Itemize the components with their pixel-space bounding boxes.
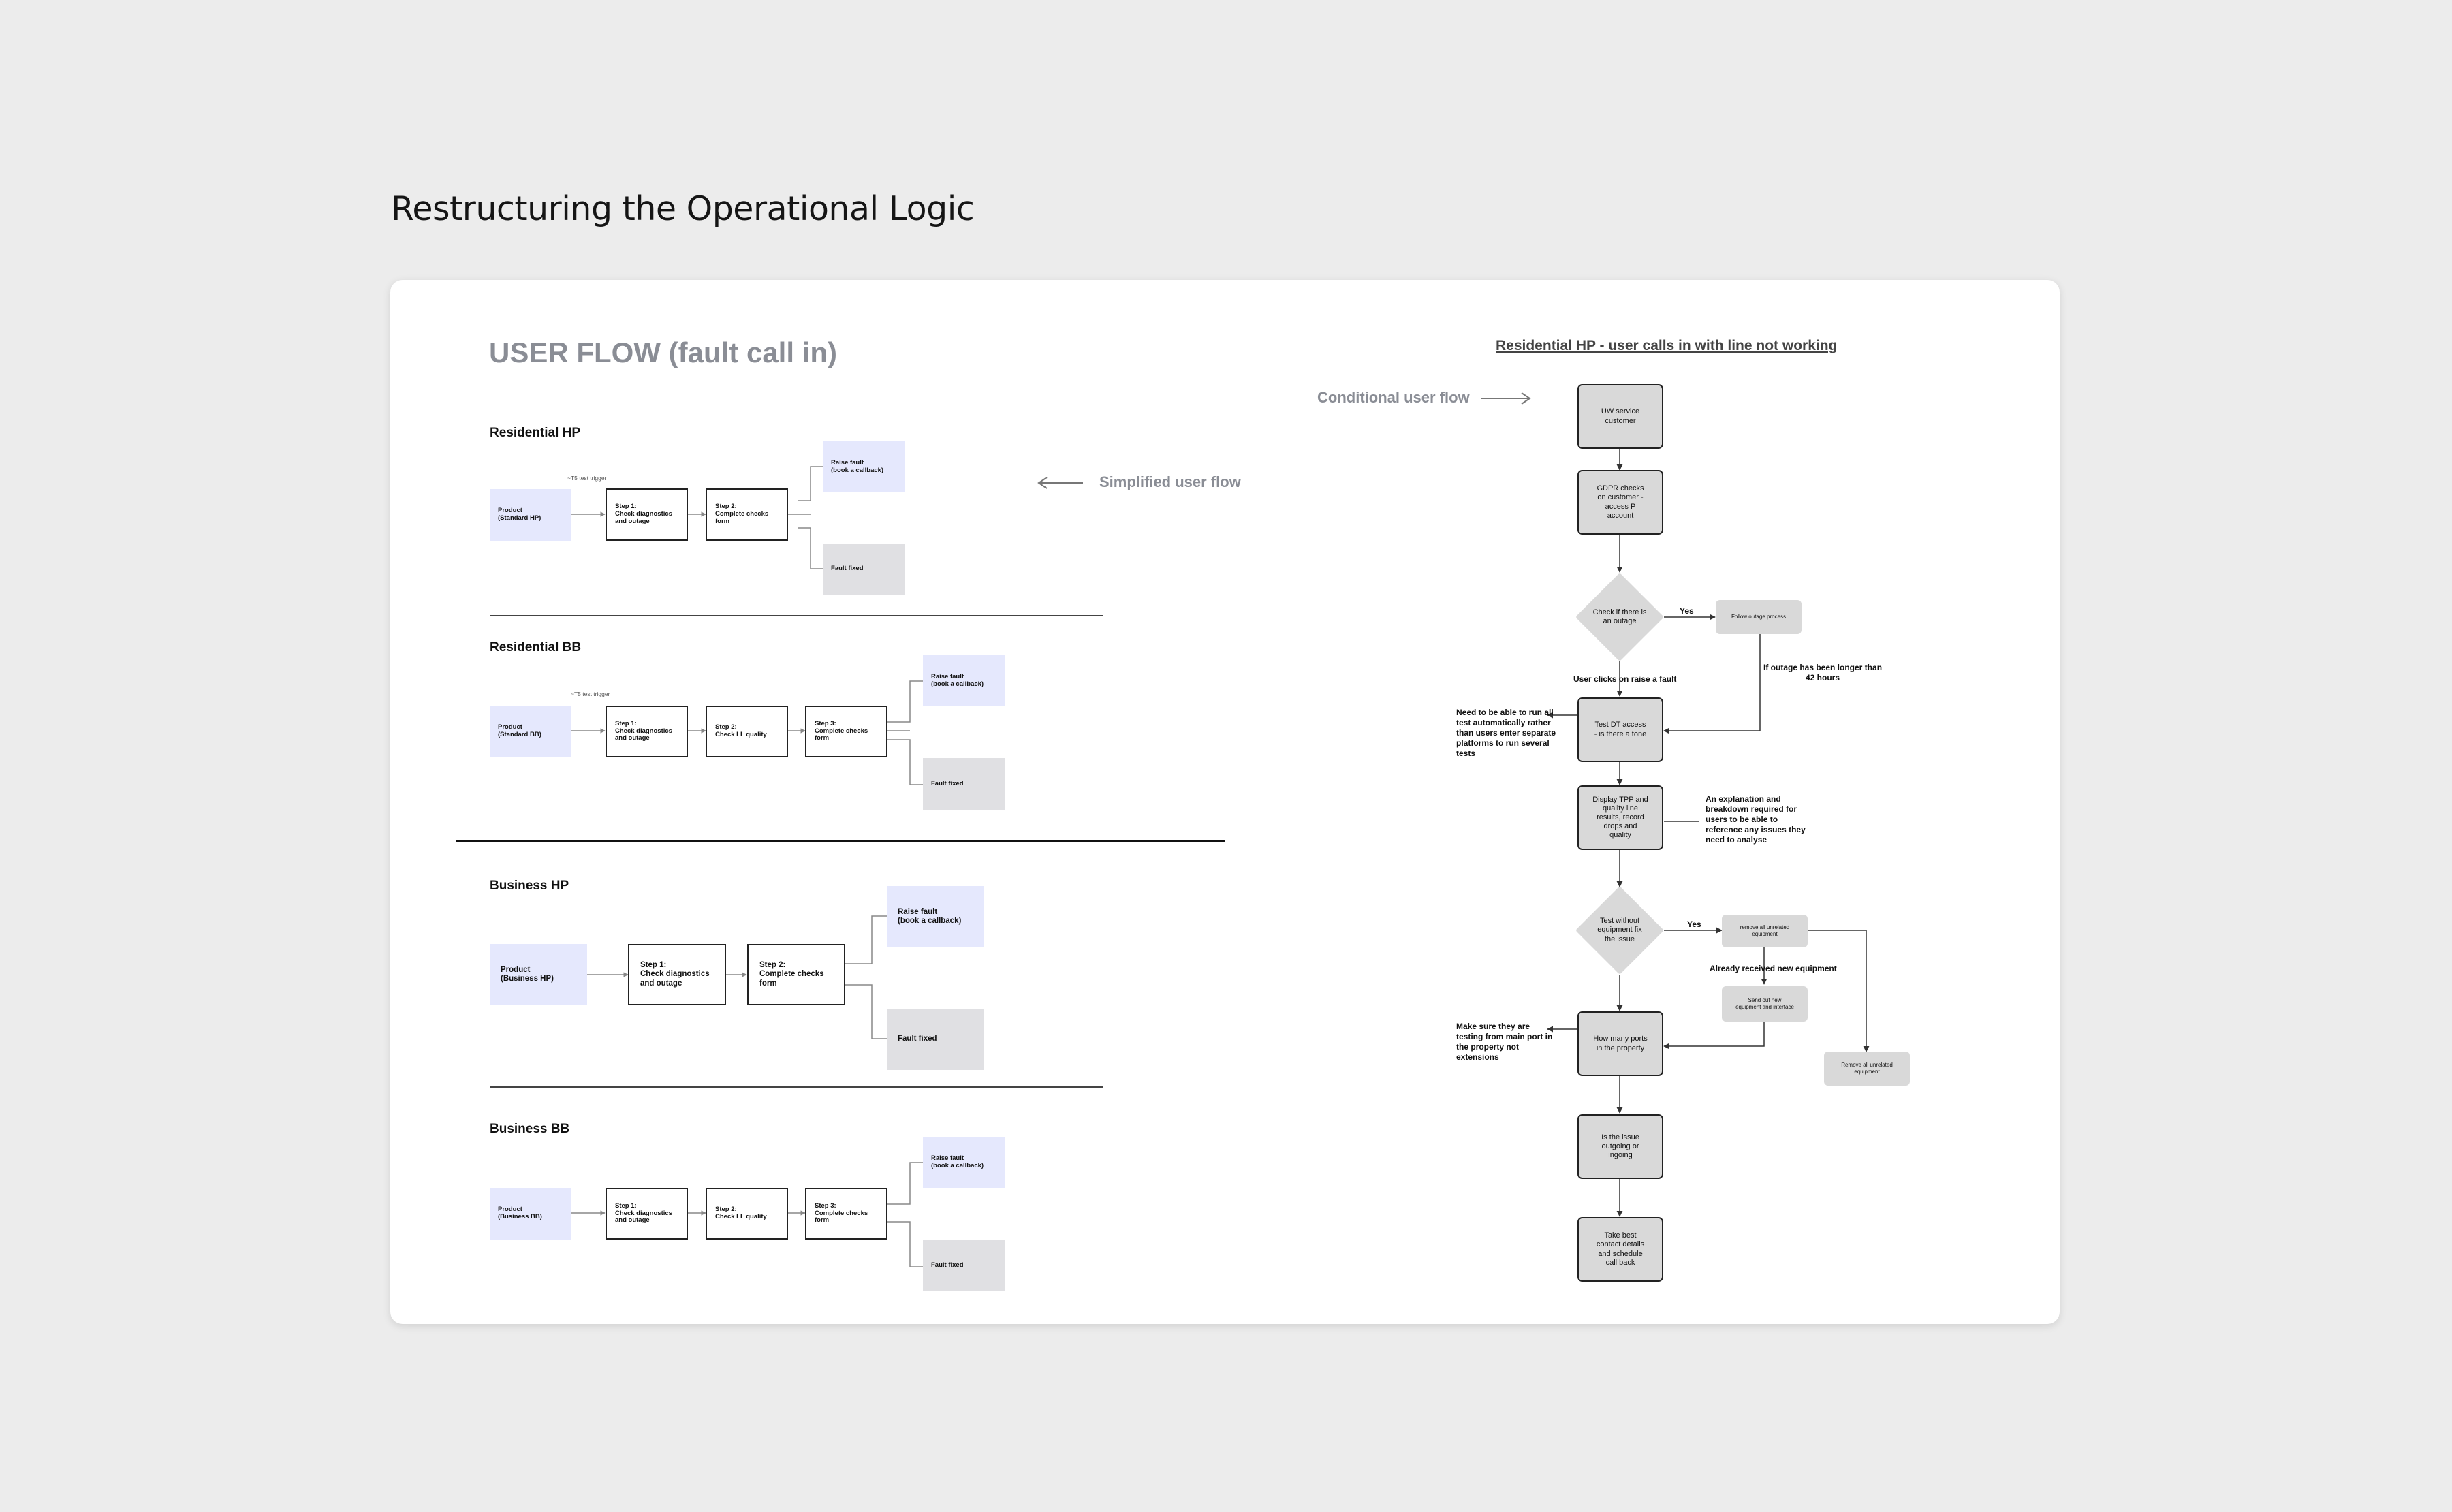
section-title-business-hp: Business HP bbox=[490, 879, 569, 893]
raise-fault-node: Raise fault (book a callback) bbox=[823, 441, 905, 492]
flow-node-gdpr-checks: GDPR checks on customer - access P accou… bbox=[1577, 470, 1663, 535]
step2-node: Step 2: Check LL quality bbox=[706, 1188, 788, 1240]
flow-node-display-tpp: Display TPP and quality line results, re… bbox=[1577, 785, 1663, 850]
page-title: Restructuring the Operational Logic bbox=[391, 189, 975, 228]
flow-node-remove-unrelated: Remove all unrelated equipment bbox=[1824, 1052, 1910, 1086]
step3-node: Step 3: Complete checks form bbox=[805, 1188, 887, 1240]
section-title-business-bb: Business BB bbox=[490, 1122, 570, 1136]
edge-label-outage-duration: If outage has been longer than 42 hours bbox=[1763, 663, 1883, 682]
step1-node: Step 1: Check diagnostics and outage bbox=[606, 1188, 688, 1240]
step3-node: Step 3: Complete checks form bbox=[805, 706, 887, 757]
product-node: Product (Standard HP) bbox=[490, 489, 571, 541]
note-run-tests-automatically: Need to be able to run all test automati… bbox=[1456, 708, 1556, 758]
fault-fixed-node: Fault fixed bbox=[887, 1009, 984, 1070]
conditional-flow-title: Residential HP - user calls in with line… bbox=[1496, 338, 1838, 353]
raise-fault-node: Raise fault (book a callback) bbox=[923, 655, 1005, 706]
flow-node-test-dt-access: Test DT access - is there a tone bbox=[1577, 697, 1663, 762]
product-node: Product (Standard BB) bbox=[490, 706, 571, 757]
note-main-port: Make sure they are testing from main por… bbox=[1456, 1022, 1553, 1062]
fault-fixed-node: Fault fixed bbox=[923, 758, 1005, 810]
user-flow-heading: USER FLOW (fault call in) bbox=[489, 336, 837, 368]
edge-label-yes: Yes bbox=[1687, 919, 1701, 929]
step1-node: Step 1: Check diagnostics and outage bbox=[606, 706, 688, 757]
raise-fault-node: Raise fault (book a callback) bbox=[923, 1137, 1005, 1188]
product-node: Product (Business BB) bbox=[490, 1188, 571, 1240]
step2-node: Step 2: Complete checks form bbox=[706, 488, 788, 541]
note-explanation-breakdown: An explanation and breakdown required fo… bbox=[1706, 794, 1806, 845]
test-trigger-label: ~T5 test trigger bbox=[567, 475, 607, 482]
step1-node: Step 1: Check diagnostics and outage bbox=[606, 488, 688, 541]
step2-node: Step 2: Check LL quality bbox=[706, 706, 788, 757]
flow-node-send-equipment: Send out new equipment and interface bbox=[1722, 986, 1808, 1022]
edge-label-yes: Yes bbox=[1680, 606, 1694, 616]
flow-node-issue-direction: Is the issue outgoing or ingoing bbox=[1577, 1114, 1663, 1179]
step2-node: Step 2: Complete checks form bbox=[747, 944, 845, 1005]
test-trigger-label: ~T5 test trigger bbox=[571, 691, 610, 697]
fault-fixed-node: Fault fixed bbox=[923, 1240, 1005, 1291]
edge-label-raise-fault: User clicks on raise a fault bbox=[1573, 674, 1677, 684]
diagram-card bbox=[390, 280, 2060, 1324]
flow-node-uw-service-customer: UW service customer bbox=[1577, 384, 1663, 449]
step1-node: Step 1: Check diagnostics and outage bbox=[628, 944, 726, 1005]
section-title-residential-hp: Residential HP bbox=[490, 426, 581, 440]
flow-node-remove-equipment: remove all unrelated equipment bbox=[1722, 915, 1808, 947]
fault-fixed-node: Fault fixed bbox=[823, 544, 905, 595]
flow-node-follow-outage: Follow outage process bbox=[1716, 600, 1802, 634]
decision-test-equipment: Test without equipment fix the issue bbox=[1575, 886, 1664, 975]
flow-node-ports: How many ports in the property bbox=[1577, 1011, 1663, 1076]
simplified-flow-annotation: Simplified user flow bbox=[1099, 473, 1241, 490]
conditional-flow-annotation: Conditional user flow bbox=[1317, 389, 1470, 406]
section-title-residential-bb: Residential BB bbox=[490, 640, 582, 655]
flow-node-schedule-callback: Take best contact details and schedule c… bbox=[1577, 1217, 1663, 1282]
edge-label-received-equipment: Already received new equipment bbox=[1710, 964, 1837, 973]
decision-check-outage: Check if there is an outage bbox=[1575, 573, 1664, 661]
product-node: Product (Business HP) bbox=[490, 944, 587, 1005]
raise-fault-node: Raise fault (book a callback) bbox=[887, 886, 984, 947]
